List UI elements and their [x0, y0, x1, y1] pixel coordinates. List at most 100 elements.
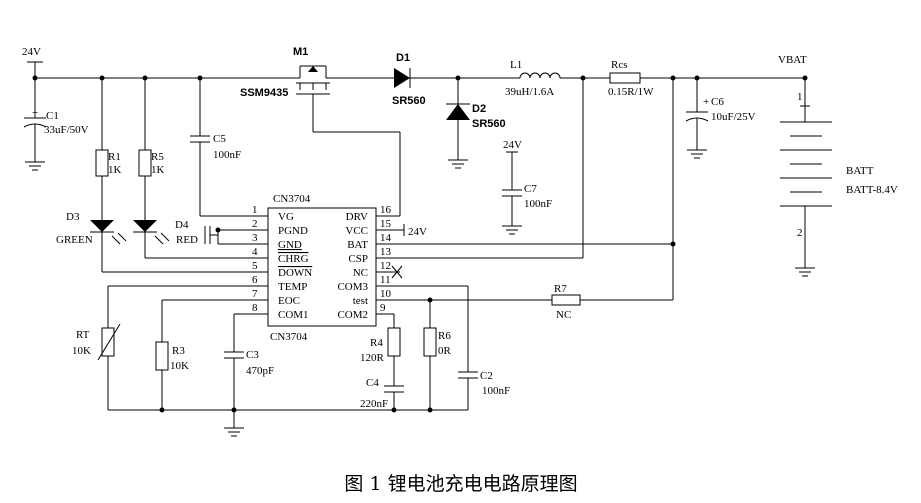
d4-value: RED [176, 234, 198, 246]
svg-text:16: 16 [380, 204, 392, 216]
d2-ref: D2 [472, 103, 486, 115]
c2-ref: C2 [480, 370, 493, 382]
svg-text:PGND: PGND [278, 225, 308, 237]
battery-pin2: 2 [797, 227, 803, 239]
resistor-r7 [551, 294, 673, 306]
battery-pin1: 1 [797, 91, 803, 103]
svg-text:2: 2 [252, 218, 258, 230]
d3-value: GREEN [56, 234, 93, 246]
svg-text:11: 11 [380, 274, 391, 286]
sense-wiring [582, 78, 676, 300]
ic-name-bottom: CN3704 [270, 331, 308, 343]
c4-ref: C4 [366, 377, 379, 389]
c1-ref: C1 [46, 110, 59, 122]
resistor-rcs [609, 72, 641, 84]
d1-value: SR560 [392, 95, 426, 107]
svg-text:BAT: BAT [347, 239, 368, 251]
d2-value: SR560 [472, 118, 506, 130]
c1-value: 33uF/50V [44, 124, 89, 136]
svg-text:VCC: VCC [345, 225, 368, 237]
rt-value: 10K [72, 345, 91, 357]
svg-text:9: 9 [380, 302, 386, 314]
rt-ref: RT [76, 329, 90, 341]
c4-value: 220nF [360, 398, 388, 410]
supply-rail [27, 61, 808, 81]
svg-text:VG: VG [278, 211, 294, 223]
svg-text:4: 4 [252, 246, 258, 258]
svg-text:1: 1 [252, 204, 258, 216]
c7-ref: C7 [524, 183, 537, 195]
battery [780, 78, 832, 277]
c6-value: 10uF/25V [711, 111, 756, 123]
svg-text:DOWN: DOWN [278, 267, 312, 279]
m1-ref: M1 [293, 46, 308, 58]
r5-ref: R5 [151, 151, 164, 163]
c7-value: 100nF [524, 198, 552, 210]
c2-value: 100nF [482, 385, 510, 397]
ic-right-pins: 16 DRV 15 VCC 14 BAT 13 CSP 12 NC 11 COM… [337, 204, 391, 321]
l1-value: 39uH/1.6A [505, 86, 554, 98]
svg-text:7: 7 [252, 288, 258, 300]
c5-value: 100nF [213, 149, 241, 161]
svg-text:13: 13 [380, 246, 392, 258]
svg-text:NC: NC [353, 267, 368, 279]
svg-text:EOC: EOC [278, 295, 300, 307]
r7-value: NC [556, 309, 571, 321]
ic-left-pins: 1 VG 2 PGND 3 GND 4 CHRG 5 DOWN 6 TEMP 7… [252, 204, 312, 321]
svg-text:15: 15 [380, 218, 392, 230]
figure-caption: 图 1 锂电池充电电路原理图 [344, 473, 577, 495]
r3-ref: R3 [172, 345, 185, 357]
d1-ref: D1 [396, 52, 410, 64]
l1-ref: L1 [510, 59, 522, 71]
r1-value: 1K [108, 164, 122, 176]
d3-ref: D3 [66, 211, 80, 223]
c3-ref: C3 [246, 349, 259, 361]
svg-text:3: 3 [252, 232, 258, 244]
r6-ref: R6 [438, 330, 451, 342]
led-d4 [133, 220, 170, 258]
rcs-ref: Rcs [611, 59, 628, 71]
ic-left-wiring [145, 226, 221, 259]
ic-cn3704 [102, 207, 673, 327]
svg-text:CSP: CSP [348, 253, 368, 265]
c6-ref: C6 [711, 96, 724, 108]
bottom-network [97, 286, 478, 437]
r1-ref: R1 [108, 151, 121, 163]
svg-text:12: 12 [380, 260, 391, 272]
svg-text:CHRG: CHRG [278, 253, 309, 265]
svg-text:+: + [703, 96, 709, 108]
r5-value: 1K [151, 164, 165, 176]
svg-text:COM2: COM2 [337, 309, 368, 321]
svg-text:+: + [32, 107, 38, 119]
capacitor-c1: + [23, 78, 47, 171]
d4-ref: D4 [175, 219, 189, 231]
svg-text:COM3: COM3 [337, 281, 368, 293]
c7-net: 24V [503, 139, 522, 151]
inductor-l1 [519, 72, 565, 79]
svg-text:test: test [353, 295, 368, 307]
battery-label: BATT [846, 165, 874, 177]
svg-text:14: 14 [380, 232, 392, 244]
m1-value: SSM9435 [240, 87, 288, 99]
vbat-label: VBAT [778, 54, 807, 66]
r6-value: 0R [438, 345, 452, 357]
svg-text:5: 5 [252, 260, 258, 272]
svg-text:GND: GND [278, 239, 302, 251]
resistor-r5 [138, 78, 152, 220]
r3-value: 10K [170, 360, 189, 372]
c3-value: 470pF [246, 365, 274, 377]
resistor-r1 [95, 78, 109, 220]
r4-value: 120R [360, 352, 385, 364]
mosfet-m1 [296, 65, 401, 217]
svg-text:10: 10 [380, 288, 392, 300]
r4-ref: R4 [370, 337, 383, 349]
svg-text:8: 8 [252, 302, 258, 314]
vcc-net-label: 24V [408, 226, 427, 238]
ic-name-top: CN3704 [273, 193, 311, 205]
r7-ref: R7 [554, 283, 567, 295]
diode-d2 [446, 78, 470, 169]
rcs-value: 0.15R/1W [608, 86, 654, 98]
svg-text:COM1: COM1 [278, 309, 309, 321]
led-d3 [90, 220, 127, 272]
